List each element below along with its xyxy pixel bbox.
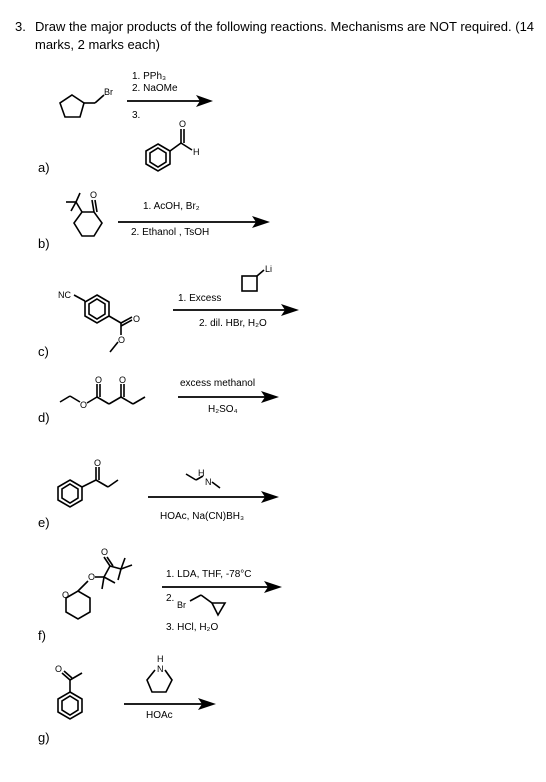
atom-o-b: O xyxy=(90,190,97,200)
reagent-c-1: 1. Excess xyxy=(178,293,222,304)
reaction-arrow-d xyxy=(178,391,279,403)
reagent-d-1: excess methanol xyxy=(180,378,256,389)
atom-br-f: Br xyxy=(177,600,186,610)
reaction-arrow-a xyxy=(127,95,213,107)
structure-g-pyrrolidine: H N xyxy=(146,654,173,693)
atom-o-g: O xyxy=(55,664,62,674)
question-number: 3. xyxy=(15,19,26,34)
atom-o-d-ketone: O xyxy=(119,375,126,385)
atom-o-d-ester-carbonyl: O xyxy=(95,375,102,385)
structure-a-benzaldehyde: O H xyxy=(145,119,200,172)
reagent-b-2: 2. Ethanol , TsOH xyxy=(131,227,210,238)
atom-li-c: Li xyxy=(265,264,272,274)
part-label-g: g) xyxy=(38,730,50,745)
reagent-g-1: HOAc xyxy=(146,710,173,721)
atom-o-f-carbonyl: O xyxy=(101,547,108,557)
structure-g-acetophenone: O xyxy=(55,664,83,720)
structure-d-ethyl-oxopentanoate: O O O xyxy=(59,375,146,410)
reagent-a-3: 3. xyxy=(132,110,141,121)
atom-o-a: O xyxy=(179,119,186,129)
structure-e-n-methylethylamine: H N xyxy=(185,468,221,489)
part-label-b: b) xyxy=(38,236,50,251)
reagent-f-3: 3. HCl, H₂O xyxy=(166,622,219,633)
reagent-d-2: H₂SO₄ xyxy=(208,404,238,415)
reagent-c-2: 2. dil. HBr, H₂O xyxy=(199,318,267,329)
part-label-f: f) xyxy=(38,628,46,643)
question-text-line1: Draw the major products of the following… xyxy=(35,19,535,34)
structure-f-thp-ester: O O O xyxy=(62,547,133,620)
atom-h-e: H xyxy=(198,468,205,478)
atom-o-c-carbonyl: O xyxy=(133,314,140,324)
atom-o-f-ring: O xyxy=(62,590,69,600)
part-label-a: a) xyxy=(38,160,50,175)
reaction-arrow-e xyxy=(148,491,279,503)
reaction-arrow-g xyxy=(124,698,216,710)
atom-o-e: O xyxy=(94,458,101,468)
structure-b-tert-butylcyclohexanone: O xyxy=(66,190,103,237)
structure-c-cyclobutyllithium: Li xyxy=(241,264,272,292)
reagent-f-2: 2. xyxy=(166,593,175,604)
structure-f-cyclopropylmethyl-bromide: Br xyxy=(177,594,227,617)
atom-o-c-ester: O xyxy=(118,335,125,345)
structure-e-propiophenone: O xyxy=(57,458,119,508)
atom-br-a: Br xyxy=(104,87,113,97)
reaction-arrow-b xyxy=(118,216,270,228)
reaction-arrow-f xyxy=(162,581,282,593)
structure-a-cyclopentylmethyl-bromide: Br xyxy=(59,87,113,118)
question-header: 3. Draw the major products of the followi… xyxy=(15,18,535,54)
reagent-a-1: 1. PPh₃ xyxy=(132,71,167,82)
atom-nc-c: NC xyxy=(58,290,71,300)
question-text-line2: marks, 2 marks each) xyxy=(35,37,160,52)
reagent-e-1: HOAc, Na(CN)BH₃ xyxy=(160,511,245,522)
atom-h-a: H xyxy=(193,147,200,157)
part-label-c: c) xyxy=(38,344,49,359)
part-label-e: e) xyxy=(38,515,50,530)
part-label-d: d) xyxy=(38,410,50,425)
reaction-arrow-c xyxy=(173,304,299,316)
reagent-f-1: 1. LDA, THF, -78°C xyxy=(166,569,252,580)
atom-n-g: N xyxy=(157,664,164,674)
reagent-a-2: 2. NaOMe xyxy=(132,83,178,94)
atom-n-e: N xyxy=(205,477,212,487)
reagent-b-1: 1. AcOH, Br₂ xyxy=(143,201,200,212)
atom-h-g: H xyxy=(157,654,164,664)
structure-c-methyl-cyanobenzoate: NC O O xyxy=(58,290,140,353)
atom-o-f-ether: O xyxy=(88,572,95,582)
atom-o-d-ester: O xyxy=(80,400,87,410)
